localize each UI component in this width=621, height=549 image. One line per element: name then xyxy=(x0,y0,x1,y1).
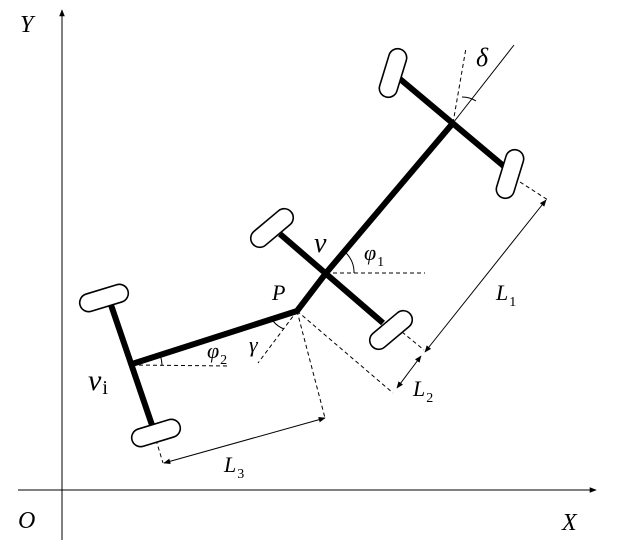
label-L1: L1 xyxy=(495,280,516,310)
label-phi1: φ1 xyxy=(364,240,384,270)
tractor-body xyxy=(131,121,456,367)
wheels xyxy=(78,47,525,448)
label-P: P xyxy=(271,280,285,305)
y-axis-label: Y xyxy=(20,12,36,38)
L1-dimension xyxy=(424,199,547,353)
label-gamma: γ xyxy=(249,332,259,357)
x-axis-label: X xyxy=(561,510,578,536)
wheel-trailer-bottom xyxy=(130,418,182,448)
trailer-axle xyxy=(107,301,156,429)
origin-label: O xyxy=(18,508,35,534)
wheel-rear-left xyxy=(249,207,295,249)
vehicle-structure xyxy=(107,76,508,429)
L2-dimension xyxy=(396,355,422,389)
wheel-rear-right xyxy=(368,309,414,351)
dimension-arrows xyxy=(163,199,547,465)
label-delta: δ xyxy=(476,43,489,72)
reference-lines xyxy=(131,44,549,464)
label-vi: vi xyxy=(88,364,108,399)
wheel-trailer-top xyxy=(78,283,130,313)
wheel-front-left xyxy=(378,47,408,99)
label-L2: L2 xyxy=(412,376,433,406)
front-axle xyxy=(398,76,508,171)
symbol-labels: v φ1 P γ φ2 δ vi L1 L2 L3 xyxy=(88,43,516,482)
rear-axle xyxy=(278,231,385,326)
coordinate-axes: Y X O xyxy=(18,9,597,540)
wheel-front-right xyxy=(495,148,525,200)
label-v: v xyxy=(314,228,327,259)
label-phi2: φ2 xyxy=(207,338,227,368)
L3-dimension xyxy=(163,416,326,465)
label-L3: L3 xyxy=(223,452,244,482)
